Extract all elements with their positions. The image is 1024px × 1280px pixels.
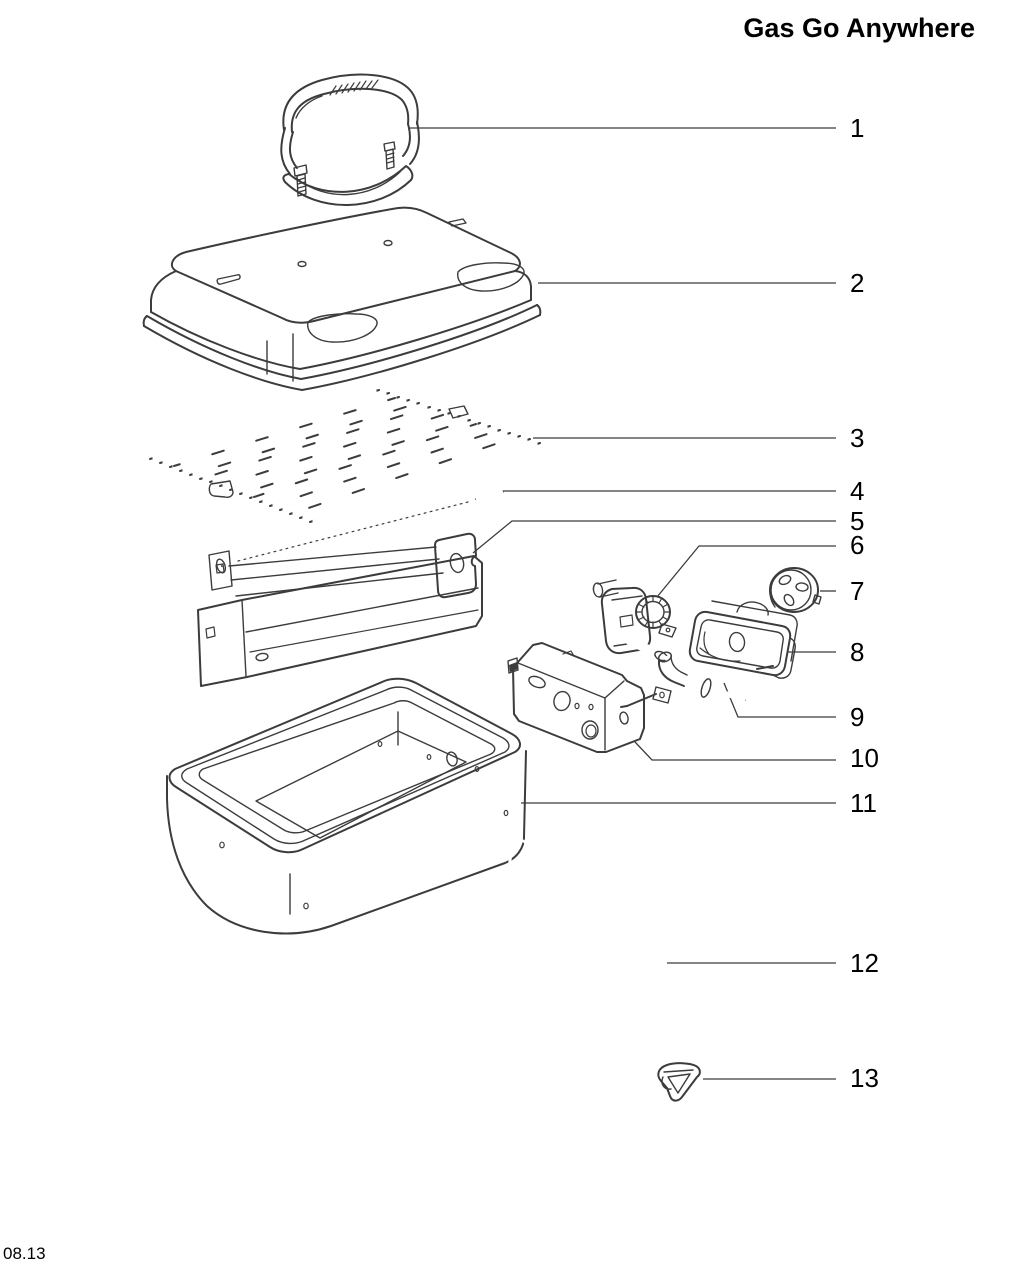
part-callout-9: 9	[850, 702, 865, 732]
part-callout-5: 5	[850, 506, 865, 536]
part-callout-6: 6	[850, 530, 865, 560]
part-callout-3: 3	[850, 423, 865, 453]
part-callout-13: 13	[850, 1063, 879, 1093]
lid-handle-drawing	[280, 73, 420, 206]
control-knob-drawing	[769, 567, 822, 613]
leader-line-6	[656, 545, 836, 598]
valve-igniter-drawing	[620, 651, 746, 708]
part-callout-10: 10	[850, 743, 879, 773]
part-callout-2: 2	[850, 268, 865, 298]
control-housing-drawing	[507, 642, 645, 753]
part-callout-12: 12	[850, 948, 879, 978]
retainer-clip-drawing	[657, 1062, 701, 1102]
callout-leader-lines	[410, 127, 836, 1080]
burner-tube-drawing	[215, 489, 504, 574]
page-title: Gas Go Anywhere	[743, 13, 975, 43]
lid-drawing	[142, 206, 542, 391]
support-legs-drawing	[148, 839, 670, 1161]
revision-code: 08.13	[3, 1244, 46, 1263]
part-callout-11: 11	[850, 788, 877, 818]
part-callout-4: 4	[850, 476, 865, 506]
support-leg-left	[148, 958, 399, 1161]
part-callout-8: 8	[850, 637, 865, 667]
leader-line-5	[472, 520, 836, 554]
control-panel-bezel-drawing	[688, 600, 798, 679]
grill-body-drawing	[166, 677, 527, 935]
part-callout-1: 1	[850, 113, 865, 143]
part-callout-7: 7	[850, 576, 865, 606]
burner-bracket-drawing	[197, 532, 483, 687]
leader-line-10	[634, 741, 836, 761]
regulator-valve-drawing	[592, 579, 678, 665]
cooking-grate-drawing	[149, 389, 541, 523]
support-leg-right	[443, 839, 670, 1036]
